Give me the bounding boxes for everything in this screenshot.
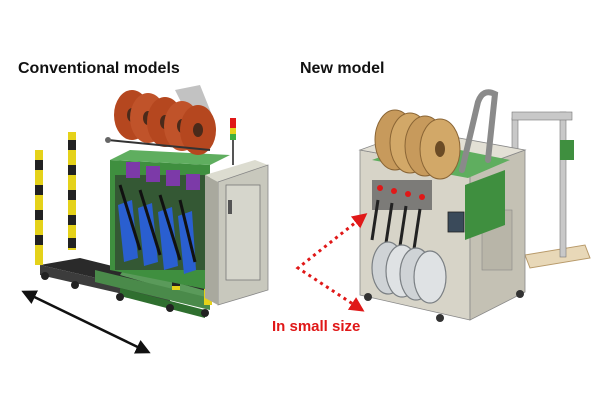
conventional-machine	[21, 85, 269, 354]
reels	[105, 85, 216, 155]
feeder-levers	[370, 180, 432, 250]
feeder-units	[118, 184, 197, 274]
new-machine	[358, 89, 591, 322]
purple-heads	[126, 162, 200, 190]
dotted-arrow-icon	[295, 213, 368, 312]
conventional-models-label: Conventional models	[18, 60, 180, 77]
control-cabinet	[205, 118, 269, 306]
machine-handle	[459, 89, 499, 173]
small-size-label: In small size	[272, 318, 361, 335]
wooden-reels	[374, 109, 461, 180]
new-model-label: New model	[300, 60, 385, 77]
silver-discs	[371, 241, 447, 304]
control-panel	[447, 211, 465, 233]
double-headed-arrow-icon	[21, 290, 151, 354]
